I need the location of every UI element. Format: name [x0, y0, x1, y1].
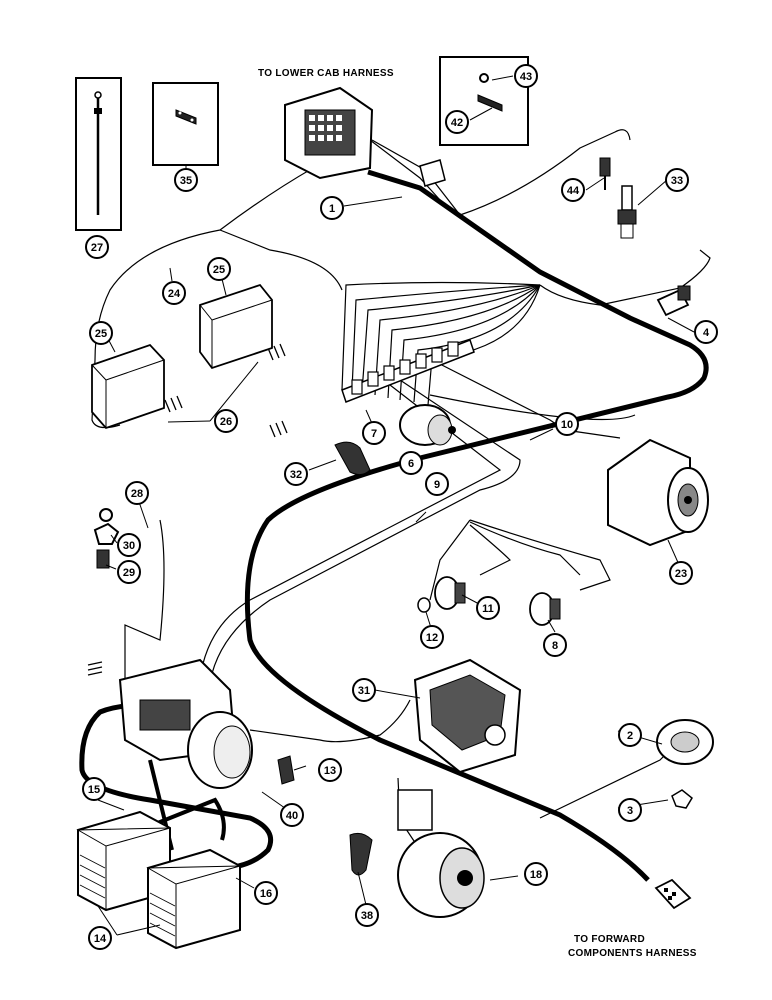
switch-4 — [656, 285, 691, 317]
svg-text:43: 43 — [520, 71, 532, 83]
callout-35: 35 — [174, 168, 198, 192]
lower-cab-connector — [284, 86, 446, 187]
sender-33 — [617, 185, 637, 239]
svg-text:38: 38 — [361, 910, 373, 922]
svg-text:9: 9 — [434, 479, 440, 491]
callout-42: 42 — [445, 110, 469, 134]
callout-16: 16 — [254, 881, 278, 905]
terminal-13 — [277, 755, 295, 785]
svg-text:31: 31 — [358, 685, 370, 697]
callout-31: 31 — [352, 678, 376, 702]
svg-text:16: 16 — [260, 888, 272, 900]
boot-32 — [334, 441, 371, 476]
caption-to-forward-line1: TO FORWARD — [574, 934, 645, 945]
svg-text:11: 11 — [482, 603, 494, 615]
svg-text:13: 13 — [324, 765, 336, 777]
inset-box-35 — [152, 82, 219, 166]
alternator — [397, 789, 485, 918]
callout-8: 8 — [543, 633, 567, 657]
bulb-12 — [417, 597, 431, 613]
fitting-3 — [671, 789, 693, 809]
callout-40: 40 — [280, 803, 304, 827]
callout-30: 30 — [117, 533, 141, 557]
callout-28: 28 — [125, 481, 149, 505]
hardware-28-29-30 — [93, 508, 120, 569]
inset-box-42-43 — [439, 56, 529, 146]
svg-text:33: 33 — [671, 175, 683, 187]
svg-text:12: 12 — [426, 632, 438, 644]
callout-1: 1 — [320, 196, 344, 220]
svg-text:15: 15 — [88, 784, 100, 796]
callout-7: 7 — [362, 421, 386, 445]
svg-text:7: 7 — [371, 428, 377, 440]
svg-text:4: 4 — [703, 327, 710, 339]
svg-text:1: 1 — [329, 203, 335, 215]
horn-2 — [656, 719, 714, 765]
relay-upper — [199, 283, 273, 370]
svg-text:8: 8 — [552, 640, 558, 652]
svg-text:27: 27 — [91, 242, 103, 254]
svg-text:32: 32 — [290, 469, 302, 481]
svg-text:23: 23 — [675, 568, 687, 580]
boot-38 — [349, 832, 373, 876]
svg-text:24: 24 — [168, 288, 181, 300]
battery-right — [146, 848, 241, 950]
svg-text:35: 35 — [180, 175, 192, 187]
starter-motor — [118, 658, 253, 789]
callout-18: 18 — [524, 862, 548, 886]
svg-text:30: 30 — [123, 540, 135, 552]
callout-26: 26 — [214, 409, 238, 433]
callout-27: 27 — [85, 235, 109, 259]
svg-text:6: 6 — [408, 458, 414, 470]
forward-connector — [654, 878, 692, 910]
sender-11 — [434, 576, 466, 610]
callout-14: 14 — [88, 926, 112, 950]
fuse-block — [341, 339, 475, 403]
svg-text:18: 18 — [530, 869, 542, 881]
svg-text:44: 44 — [567, 185, 580, 197]
svg-text:10: 10 — [561, 419, 573, 431]
callout-25-left: 25 — [89, 321, 113, 345]
callout-6: 6 — [399, 451, 423, 475]
ac-compressor — [607, 438, 709, 547]
injection-pump — [413, 658, 522, 774]
callout-38: 38 — [355, 903, 379, 927]
inset-box-27 — [75, 77, 122, 231]
svg-text:26: 26 — [220, 416, 232, 428]
callout-11: 11 — [476, 596, 500, 620]
svg-text:28: 28 — [131, 488, 143, 500]
svg-text:29: 29 — [123, 567, 135, 579]
solenoid — [399, 404, 456, 446]
svg-text:25: 25 — [95, 328, 107, 340]
svg-text:2: 2 — [627, 730, 633, 742]
callout-13: 13 — [318, 758, 342, 782]
callout-10: 10 — [555, 412, 579, 436]
callout-15: 15 — [82, 777, 106, 801]
callout-3: 3 — [618, 798, 642, 822]
callout-23: 23 — [669, 561, 693, 585]
callout-25-upper: 25 — [207, 257, 231, 281]
callout-9: 9 — [425, 472, 449, 496]
callout-33: 33 — [665, 168, 689, 192]
svg-text:3: 3 — [627, 805, 633, 817]
svg-text:40: 40 — [286, 810, 298, 822]
main-harness — [244, 169, 709, 882]
callout-29: 29 — [117, 560, 141, 584]
callout-44: 44 — [561, 178, 585, 202]
callout-4: 4 — [694, 320, 718, 344]
callout-12: 12 — [420, 625, 444, 649]
callout-43: 43 — [514, 64, 538, 88]
svg-text:14: 14 — [94, 933, 107, 945]
caption-to-forward-line2: COMPONENTS HARNESS — [568, 948, 697, 959]
svg-text:42: 42 — [451, 117, 463, 129]
caption-to-lower-cab-harness: TO LOWER CAB HARNESS — [258, 68, 394, 79]
callout-32: 32 — [284, 462, 308, 486]
connector-44 — [599, 157, 611, 190]
callout-2: 2 — [618, 723, 642, 747]
callout-24: 24 — [162, 281, 186, 305]
relay-lower — [91, 343, 165, 430]
sender-8 — [529, 592, 561, 626]
svg-text:25: 25 — [213, 264, 225, 276]
